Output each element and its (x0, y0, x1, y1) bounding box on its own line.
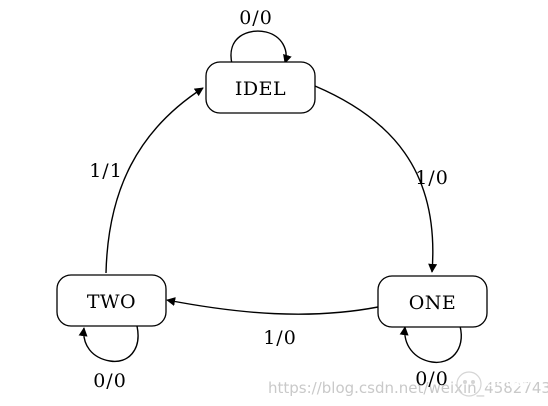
edge-two-self-loop (78, 325, 139, 363)
label-one-to-two: 1/0 (263, 327, 297, 349)
label-two-to-idel: 1/1 (89, 160, 123, 182)
edge-two-to-idel (105, 87, 204, 274)
edge-one-self-loop (399, 325, 462, 364)
label-idel-self-loop: 0/0 (239, 7, 273, 29)
edge-idel-self-loop (230, 30, 292, 65)
state-idel-label: IDEL (235, 78, 286, 100)
edge-one-to-two (166, 297, 379, 315)
watermark-url: https://blog.csdn.net/weixin_45827437 (268, 379, 548, 398)
state-one (377, 275, 488, 328)
watermark-brand: 达尔闻说 (483, 373, 535, 389)
state-two-label: TWO (87, 291, 136, 313)
state-idel (205, 61, 316, 114)
label-one-self-loop: 0/0 (415, 368, 449, 390)
state-two (56, 274, 167, 327)
label-two-self-loop: 0/0 (93, 370, 127, 392)
edge-idel-to-one (314, 85, 438, 273)
state-one-label: ONE (409, 292, 457, 314)
label-idel-to-one: 1/0 (415, 167, 449, 189)
watermark-logo-icon (456, 371, 482, 397)
